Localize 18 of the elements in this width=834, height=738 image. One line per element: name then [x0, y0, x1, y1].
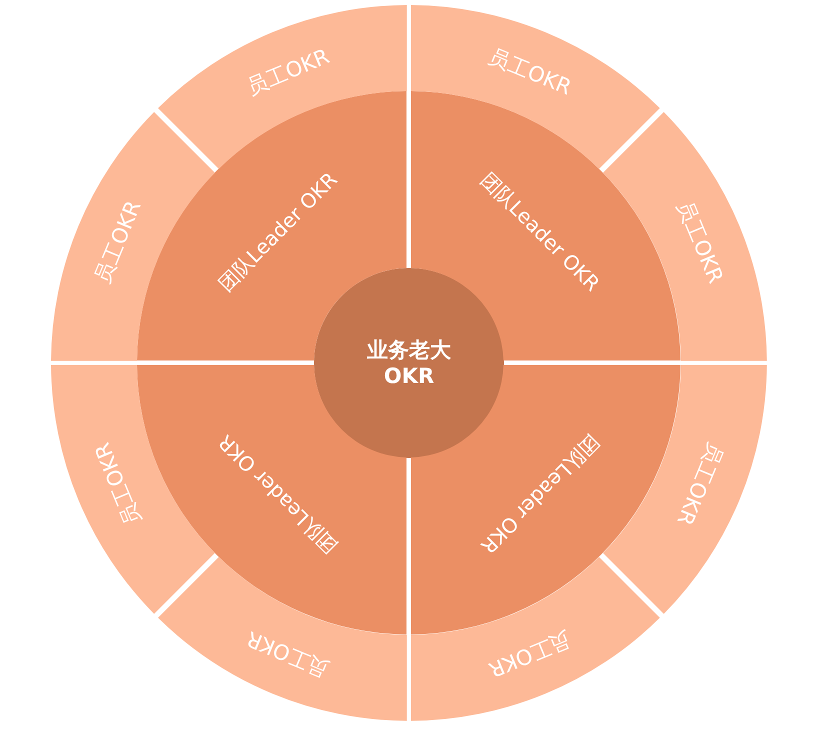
- segment-label: 员工OKR: [243, 625, 334, 683]
- center-label: 业务老大 OKR: [366, 336, 452, 390]
- segment-label: 员工OKR: [89, 197, 147, 288]
- segment-label: 员工OKR: [484, 43, 575, 101]
- ring-segment: [603, 365, 767, 614]
- ring-segment: [411, 557, 660, 721]
- ring-segment: [411, 5, 660, 169]
- center-circle: [314, 268, 504, 458]
- ring-segment: [158, 5, 406, 169]
- segment-label: 员工OKR: [671, 197, 729, 288]
- segment-label: 员工OKR: [89, 438, 147, 529]
- ring-segment: [603, 112, 767, 360]
- ring-segment: [51, 112, 215, 360]
- ring-segment: [51, 365, 215, 614]
- ring-segment: [158, 557, 406, 721]
- segment-label: 员工OKR: [671, 438, 729, 529]
- segment-label: 员工OKR: [243, 43, 334, 101]
- segment-label: 员工OKR: [484, 625, 575, 683]
